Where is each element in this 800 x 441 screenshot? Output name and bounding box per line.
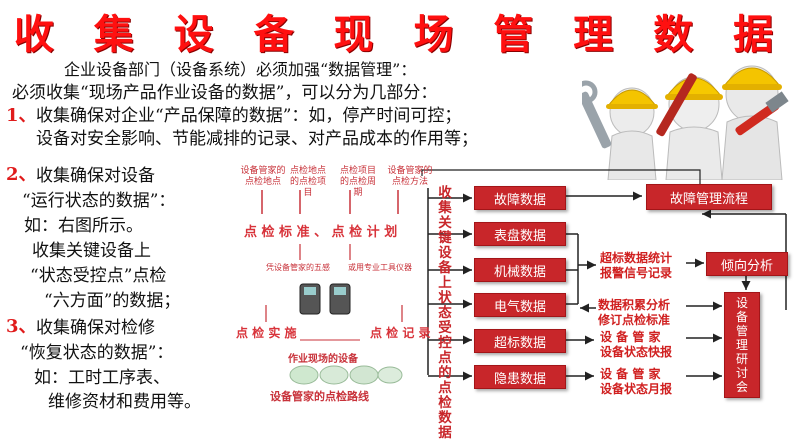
item1-line2: 设备对安全影响、节能减排的记录、对产品成本的作用等； — [36, 129, 478, 149]
weekly-line-2: 设备状态快报 — [600, 345, 673, 359]
top-label-1: 设备管家的点检地点 — [240, 166, 286, 187]
weekly-line-1: 设 备 管 家 — [600, 330, 661, 344]
standard-plan-label: 点 检 标 准 、 点 检 计 划 — [244, 225, 398, 240]
tools-label: 或用专业工具仪器 — [348, 263, 412, 272]
item2-line6: “六方面”的数据； — [44, 291, 181, 311]
diagram-connectors — [261, 169, 787, 381]
item3-line2: “恢复状态的数据”： — [20, 343, 174, 363]
accum-line-2: 修订点检标准 — [598, 313, 671, 327]
handheld-device-icon — [299, 283, 351, 315]
top-label-2: 点检地点的点检项目 — [289, 166, 326, 198]
item2-line3: 如：右图所示。 — [24, 216, 143, 236]
electrical-data-box: 电气数据 — [474, 293, 566, 317]
monthly-line-1: 设 备 管 家 — [600, 367, 661, 381]
record-label: 点 检 记 录 — [370, 326, 431, 340]
item1-number: 1、 — [6, 105, 37, 126]
intro-line-2: 必须收集“现场产品作业设备的数据”，可以分为几部分： — [12, 83, 438, 103]
stats-line-2: 报警信号记录 — [600, 266, 673, 280]
equipment-icon — [289, 365, 403, 385]
five-senses-label: 凭设备管家的五感 — [266, 263, 330, 272]
site-equipment-label: 作业现场的设备 — [288, 354, 358, 365]
implement-label: 点 检 实 施 — [236, 326, 297, 340]
page-title: 收 集 设 备 现 场 管 理 数 据 — [13, 12, 787, 58]
fault-flow-box: 故障管理流程 — [646, 184, 772, 210]
item2-line4: 收集关键设备上 — [32, 241, 151, 261]
item1-line1: 收集确保对企业“产品保障的数据”：如，停产时间可控； — [36, 106, 462, 126]
mechanical-data-box: 机械数据 — [474, 258, 566, 282]
fault-data-box: 故障数据 — [474, 186, 566, 210]
hazard-data-box: 隐患数据 — [474, 365, 566, 389]
item3-line3: 如：工时工序表、 — [34, 368, 170, 388]
top-label-4: 设备管家的点检方法 — [387, 166, 433, 187]
gauge-data-box: 表盘数据 — [474, 222, 566, 246]
intro-line-1: 企业设备部门（设备系统）必须加强“数据管理”： — [64, 60, 417, 79]
item2-line2: “运行状态的数据”： — [22, 191, 176, 211]
seminar-label: 设备管理研讨会 — [735, 296, 748, 394]
item3-line1: 收集确保对检修 — [36, 318, 155, 338]
item3-line4: 维修资材和费用等。 — [48, 392, 201, 412]
item2-number: 2、 — [6, 164, 37, 185]
workers-illustration — [582, 65, 789, 180]
item2-line5: “状态受控点”点检 — [30, 266, 167, 286]
monthly-line-2: 设备状态月报 — [600, 382, 673, 396]
overlimit-data-box: 超标数据 — [474, 329, 566, 353]
accum-line-1: 数据积累分析 — [598, 298, 671, 312]
item2-line1: 收集确保对设备 — [36, 166, 155, 186]
seminar-box: 设备管理研讨会 — [724, 292, 760, 398]
vertical-collect-title: 收集关键设备上状态受控点的点检数据 — [438, 185, 452, 441]
top-label-3: 点检项目的点检周期 — [339, 166, 376, 198]
trend-analysis-box: 倾向分析 — [706, 252, 788, 276]
item3-number: 3、 — [6, 316, 37, 337]
inspection-route-label: 设备管家的点检路线 — [270, 390, 369, 403]
stats-line-1: 超标数据统计 — [600, 251, 673, 265]
